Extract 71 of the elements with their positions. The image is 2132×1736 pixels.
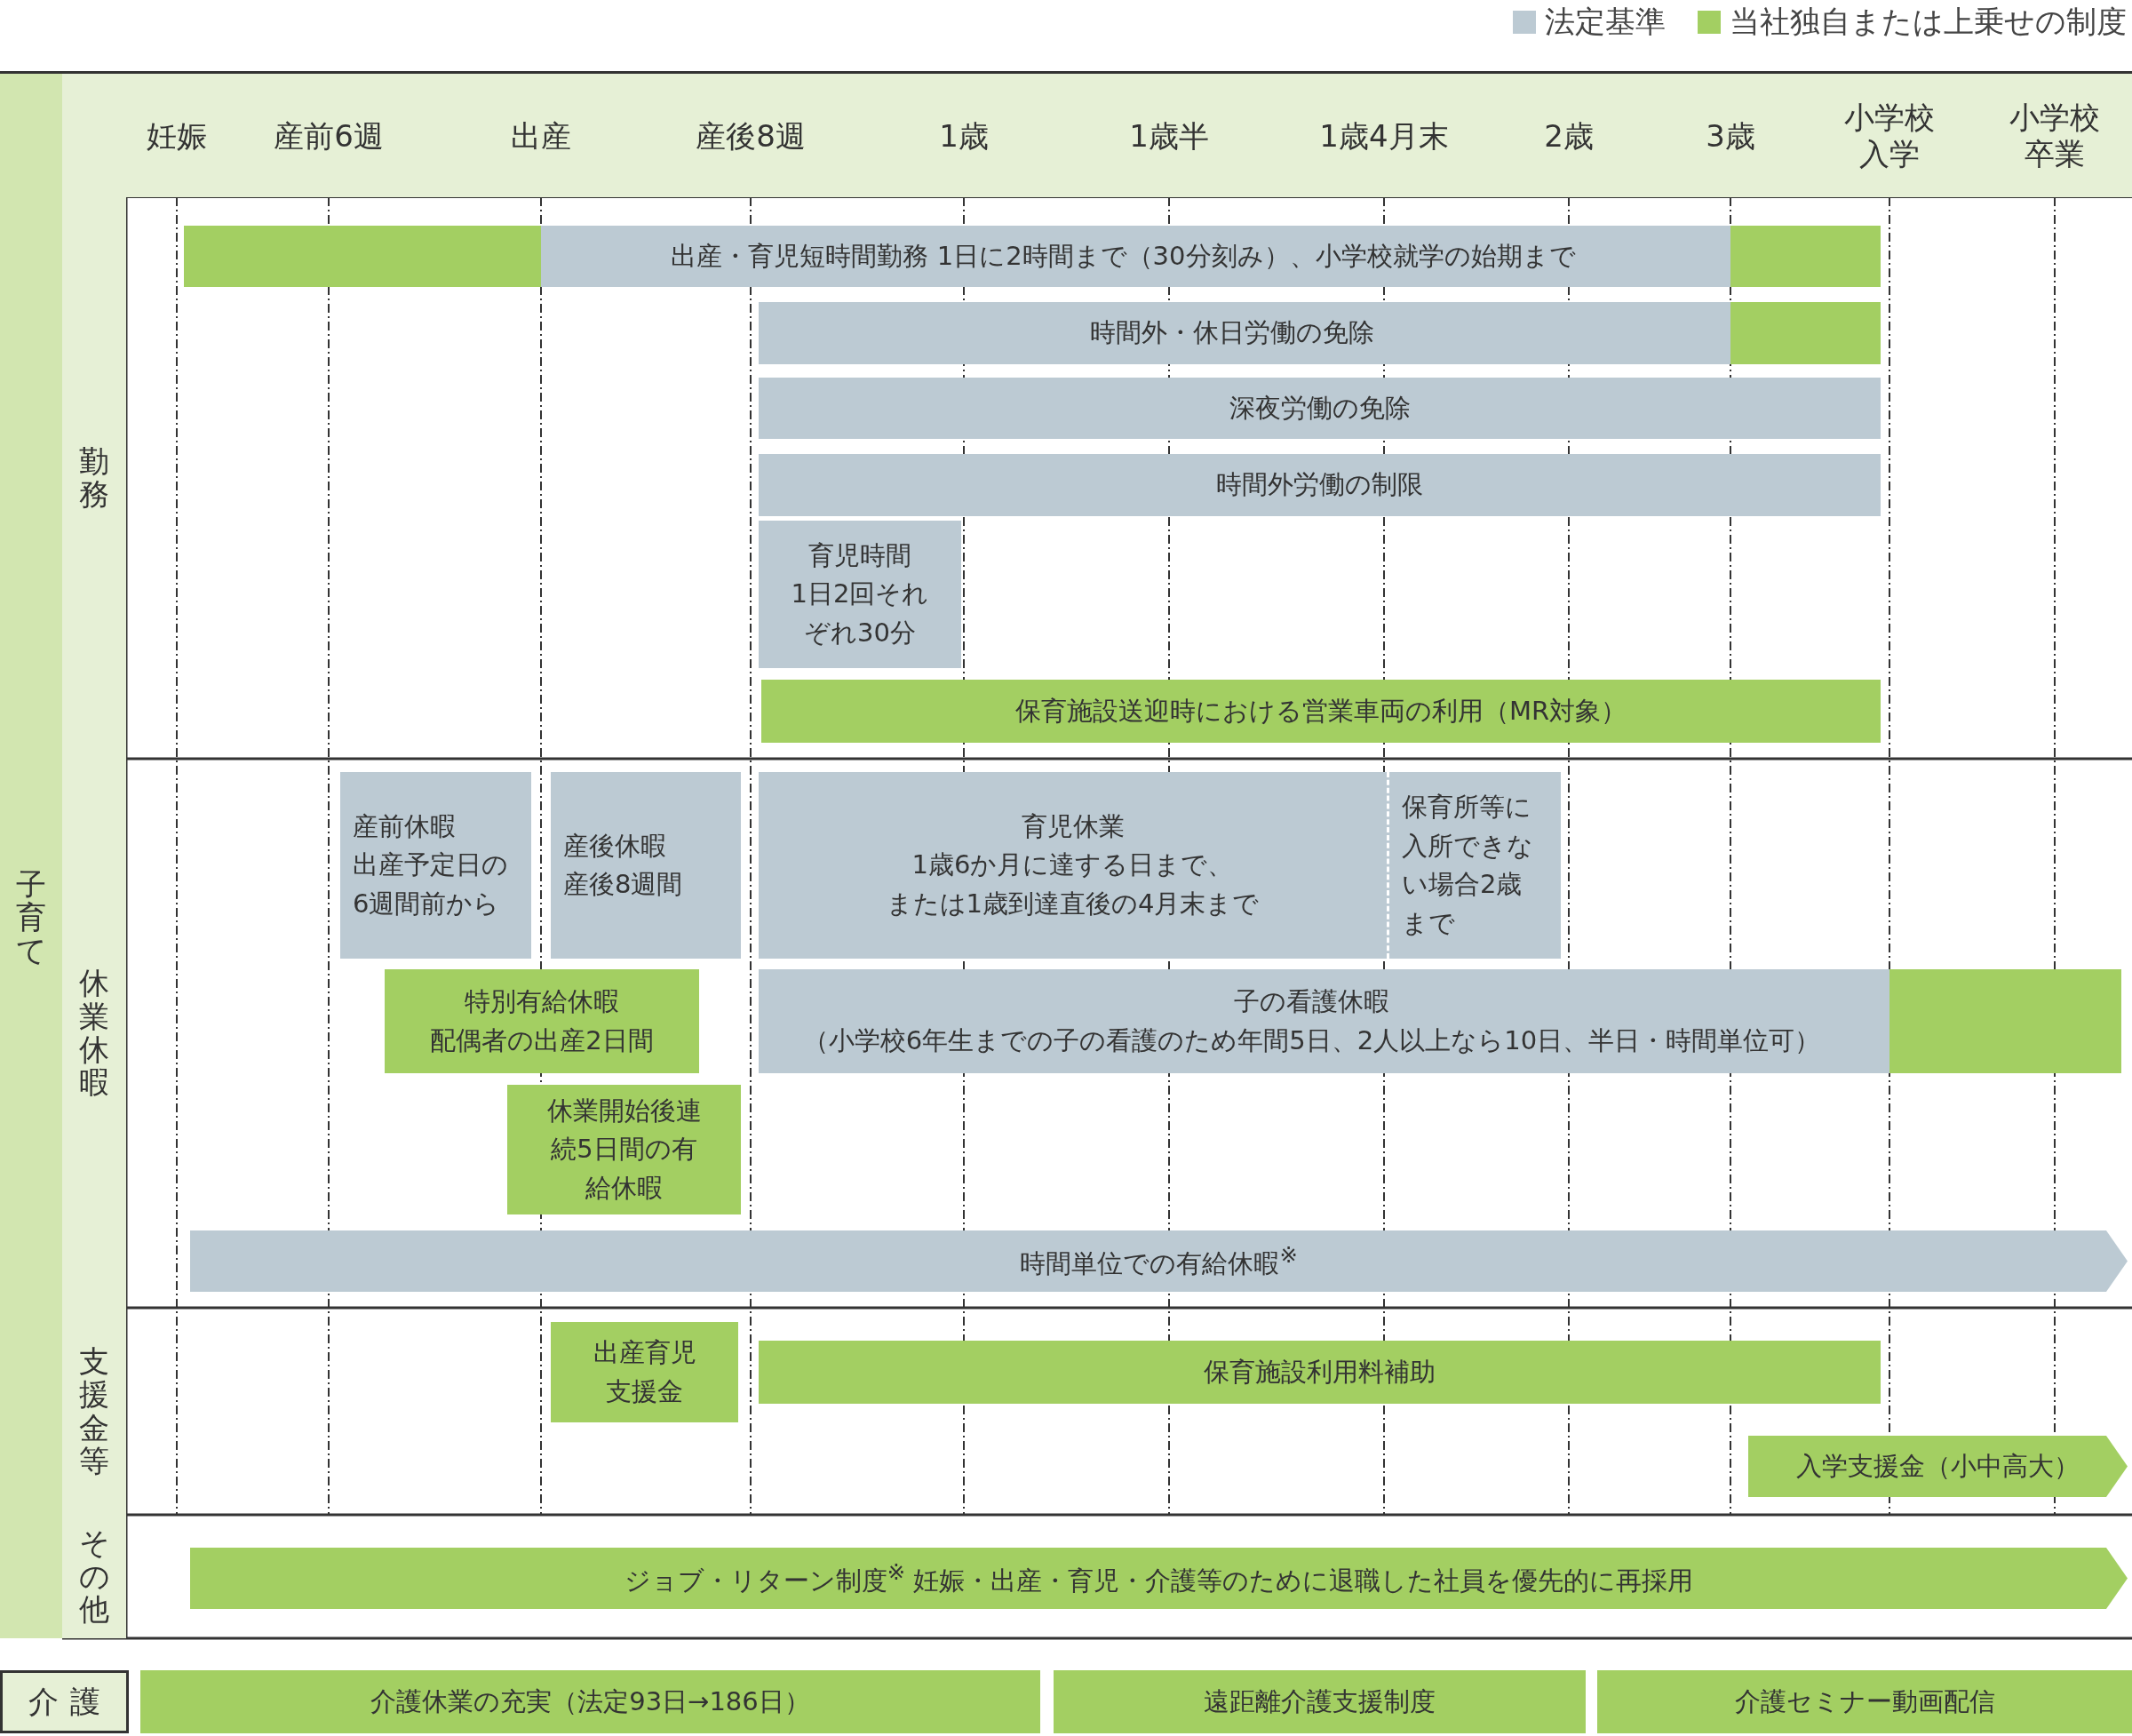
timeline-label: 小学校卒業: [2009, 100, 2101, 172]
policy-bar: [759, 969, 2121, 1073]
policy-bar: [1597, 1670, 2132, 1733]
arrow-bar: [1748, 1436, 2128, 1497]
category-label: 支援金等: [79, 1344, 109, 1478]
policy-bar: [1387, 772, 1561, 959]
bar-text: 育児時間: [808, 538, 911, 572]
bar-text: 出産予定日の6週間前から: [353, 848, 509, 920]
policy-bar: [551, 1322, 738, 1422]
arrow-bar: [190, 1230, 2128, 1292]
bar-text: 出産育児支援金: [592, 1336, 697, 1408]
bar-text: 産後休暇: [563, 829, 666, 863]
bar-text: 産後8週間: [563, 868, 683, 901]
timeline-label: 1歳半: [1129, 117, 1209, 155]
category-band: [62, 1515, 126, 1638]
category-label: 勤務: [79, 444, 109, 512]
timeline-label: 出産: [511, 117, 571, 155]
bar-text: 休業開始後連続5日間の有給休暇: [545, 1094, 703, 1205]
bar-text: 配偶者の出産2日間: [430, 1023, 654, 1057]
timeline-label: 1歳: [939, 117, 989, 155]
bar-text: 深夜労働の免除: [1229, 391, 1411, 425]
bar-text: 介護休業の充実（法定93日→186日）: [370, 1684, 810, 1718]
timeline-label: 1歳4月末: [1319, 117, 1449, 155]
bar-text: 産前休暇: [353, 809, 456, 843]
bar-text: 子の看護休暇: [1233, 985, 1390, 1018]
legend-label: 法定基準: [1545, 3, 1666, 41]
bar-text: 1日2回それぞれ30分: [790, 577, 930, 649]
timeline-label: 産前6週: [274, 117, 384, 155]
timeline-label: 3歳: [1706, 117, 1755, 155]
bar-text: ジョブ・リターン制度$^{※}$ 妊娠・出産・育児・介護等のために退職した社員を優先的に再採用: [624, 1558, 1694, 1597]
bar-text: 入学支援金（小中高大）: [1796, 1449, 2080, 1483]
bar-text: 保育所等に入所できない場合2歳まで: [1402, 791, 1534, 940]
category-label: その他: [79, 1526, 109, 1627]
policy-bar: [759, 454, 1881, 516]
policy-bar: [759, 302, 1881, 364]
timeline-label: 産後8週: [696, 117, 806, 155]
bar-text: 育児休業: [1021, 809, 1125, 843]
policy-bar: [759, 1341, 1881, 1404]
policy-bar: [759, 772, 1387, 959]
legend-label: 当社独自または上乗せの制度: [1730, 3, 2127, 41]
policy-bar: [140, 1670, 1040, 1733]
policy-bar: [759, 521, 961, 668]
policy-bar: [551, 772, 741, 959]
policy-bar: [385, 969, 699, 1073]
policy-bar: [761, 680, 1881, 743]
bar-text: （小学校6年生までの子の看護のため年間5日、2人以上なら10日、半日・時間単位可）: [801, 1023, 1822, 1057]
arrow-bar: [190, 1548, 2128, 1609]
bar-text: 時間外労働の制限: [1216, 468, 1423, 502]
timeline-label: 2歳: [1544, 117, 1594, 155]
policy-bar: [1054, 1670, 1586, 1733]
bar-text: 時間単位での有給休暇$^{※}$: [1020, 1241, 1298, 1280]
category-label: 介護: [27, 1682, 113, 1721]
category-box: [0, 1670, 129, 1733]
bar-text: 保育施設利用料補助: [1204, 1355, 1436, 1389]
policy-bar: [759, 378, 1881, 439]
bar-text: 特別有給休暇: [465, 985, 619, 1018]
category-label: 子育て: [16, 867, 46, 968]
bar-text: 時間外・休日労働の免除: [1089, 316, 1375, 350]
category-label: 休業休暇: [79, 967, 109, 1100]
timeline-label: 妊娠: [147, 117, 207, 155]
timeline-label: 小学校入学: [1843, 100, 1936, 172]
bar-text: または1歳到達直後の4月末まで: [886, 887, 1260, 920]
bar-text: 1歳6か月に達する日まで、: [911, 848, 1234, 882]
policy-bar: [507, 1085, 741, 1214]
bar-text: 介護セミナー動画配信: [1734, 1684, 1995, 1718]
policy-bar: [340, 772, 531, 959]
bar-text: 遠距離介護支援制度: [1204, 1684, 1436, 1718]
category-band: [0, 197, 62, 1638]
bar-text: 出産・育児短時間勤務 1日に2時間まで（30分刻み）、小学校就学の始期まで: [670, 239, 1577, 273]
bar-text: 保育施設送迎時における営業車両の利用（MR対象）: [1014, 694, 1627, 728]
policy-bar: [184, 226, 1881, 287]
